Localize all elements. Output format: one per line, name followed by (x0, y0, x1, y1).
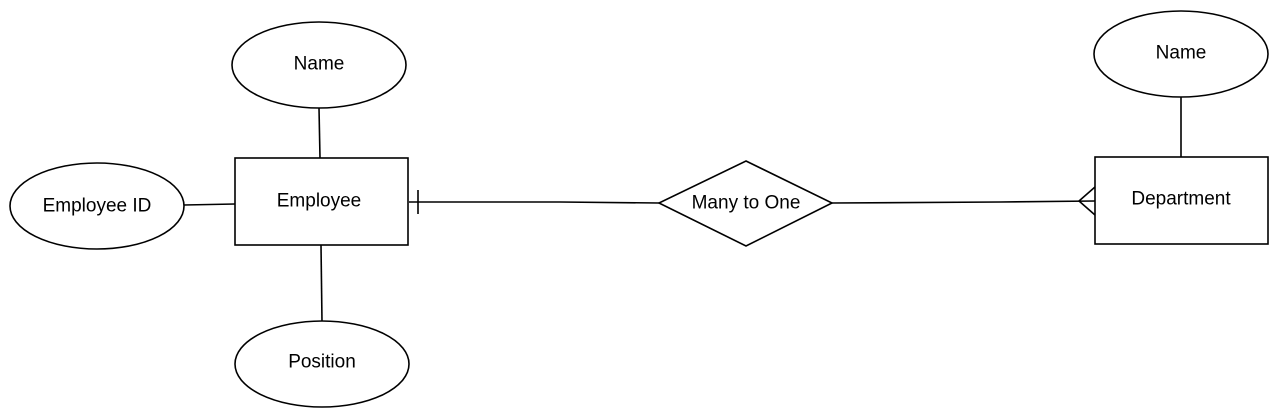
many-cardinality-crowfoot (1077, 186, 1096, 216)
connector-relationship-department (831, 200, 1096, 204)
attribute-employee-position-label: Position (288, 352, 356, 373)
connector-employee-position (320, 244, 323, 323)
attribute-employee-name-label: Name (294, 54, 345, 75)
attribute-department-name-label: Name (1156, 43, 1207, 64)
connector-employee-relationship (409, 201, 660, 204)
entity-employee-label: Employee (277, 191, 362, 212)
relationship-many-to-one: Many to One (657, 160, 834, 247)
attribute-employee-name: Name (231, 21, 407, 109)
entity-department-label: Department (1131, 189, 1231, 210)
connector-employee-id (183, 203, 236, 206)
attribute-employee-position: Position (234, 320, 410, 408)
relationship-label: Many to One (692, 193, 801, 214)
attribute-department-name: Name (1093, 10, 1269, 98)
attribute-employee-id-label: Employee ID (43, 196, 152, 217)
entity-employee: Employee (234, 157, 409, 246)
attribute-employee-id: Employee ID (9, 162, 185, 250)
entity-department: Department (1094, 156, 1269, 245)
connector-employee-name (318, 107, 321, 159)
